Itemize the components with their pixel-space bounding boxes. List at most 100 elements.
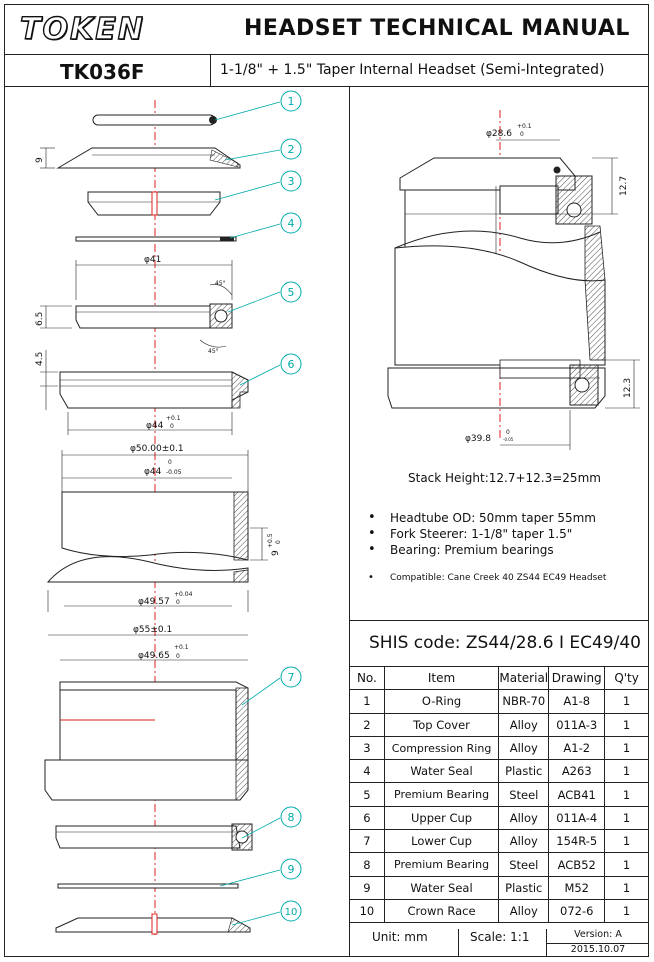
table-cell: A1-8 [548,689,606,714]
dim-9: 9 [35,157,45,163]
col-drawing: Drawing [548,665,606,691]
dim-44b-tol-lower: -0.05 [166,469,182,476]
release-date: 2015.10.07 [570,944,626,955]
col-material: Material [498,665,550,691]
dim-44-tol-upper: +0.1 [166,415,181,422]
table-cell: O-Ring [383,689,500,714]
spec-list: Headtube OD: 50mm taper 55mm Fork Steere… [366,510,596,558]
table-cell: Compression Ring [383,735,500,761]
dim-6-5: 6.5 [35,312,45,326]
model-code: TK036F [60,60,145,84]
dim-28-6: φ28.6 [486,129,512,139]
dim-28-6-tol-upper: +0.1 [517,123,532,130]
table-cell: 2 [349,712,385,737]
table-cell: 5 [349,782,385,807]
table-cell: 1 [604,759,649,784]
product-subtitle: 1-1/8" + 1.5" Taper Internal Headset (Se… [220,62,605,78]
table-cell: A1-2 [548,735,606,761]
table-cell: 154R-5 [548,829,606,854]
table-cell: NBR-70 [498,689,550,714]
col-qty: Q'ty [604,665,649,691]
stack-height: Stack Height:12.7+12.3=25mm [408,471,601,485]
dim-49-57-tol-upper: +0.04 [174,591,193,598]
table-cell: Water Seal [383,759,500,784]
table-cell: 1 [604,712,649,737]
dim-55: φ55±0.1 [133,625,172,635]
dim-44b-tol-upper: 0 [168,459,172,466]
table-cell: 3 [349,735,385,761]
header-divider [4,54,649,56]
callout-3: 3 [288,175,295,188]
water-seal-part [75,236,237,242]
callout-1: 1 [288,95,295,108]
callout-2: 2 [288,143,295,156]
callout-8: 8 [288,811,295,824]
headtube-lower [46,556,249,583]
table-cell: Alloy [498,898,550,924]
headtube-upper [61,491,249,561]
table-cell: Lower Cup [383,829,500,854]
table-header-row: No. Item Material Drawing Q'ty [349,665,649,691]
table-cell: ACB41 [548,782,606,807]
table-cell: Alloy [498,712,550,737]
table-cell: Premium Bearing [383,782,500,807]
dim-4-5: 4.5 [35,352,45,366]
compatible-note: Compatible: Cane Creek 40 ZS44 EC49 Head… [366,572,606,583]
table-cell: 011A-4 [548,805,606,831]
table-cell: Alloy [498,829,550,854]
table-cell: Upper Cup [383,805,500,831]
dim-28-6-tol-lower: 0 [520,131,524,138]
dim-44: φ44 [146,421,164,431]
table-cell: 9 [349,875,385,900]
dim-49-57-tol-lower: 0 [176,599,180,606]
callout-6: 6 [288,358,295,371]
dim-44-tol-lower: 0 [170,423,174,430]
upper-bearing-part [75,305,211,329]
footer-divider-left [458,929,460,957]
dim-39-8-tol-upper: 0 [506,429,510,436]
dim-12-3: 12.3 [623,378,633,398]
table-cell: Premium Bearing [383,852,500,877]
table-cell: 1 [604,782,649,807]
spec-divider [349,620,649,622]
dim-9b-tol-upper: +0.5 [267,533,274,548]
table-cell: A263 [548,759,606,784]
dim-50: φ50.00±0.1 [130,444,184,454]
dim-44b: φ44 [144,467,162,477]
callout-7: 7 [288,671,295,684]
lower-water-seal-part [57,883,239,889]
table-cell: 1 [604,898,649,924]
spec-fork-steerer: Fork Steerer: 1-1/8" taper 1.5" [366,526,596,542]
table-cell: 1 [604,735,649,761]
footer-version-divider [546,943,649,945]
dim-49-65-tol-upper: +0.1 [174,644,189,651]
dim-49-65: φ49.65 [138,651,170,661]
dim-angle-2: 45° [208,348,219,355]
manual-frame [4,4,649,957]
table-cell: Crown Race [383,898,500,924]
table-cell: 8 [349,852,385,877]
scale-label: Scale: 1:1 [470,930,530,944]
spec-bearing: Bearing: Premium bearings [366,542,596,558]
table-cell: 1 [604,805,649,831]
dim-49-65-tol-lower: 0 [176,653,180,660]
table-cell: Steel [498,782,550,807]
table-cell: 1 [604,875,649,900]
callout-4: 4 [288,217,295,230]
table-cell: 6 [349,805,385,831]
callout-5: 5 [288,286,295,299]
table-cell: Top Cover [383,712,500,737]
dim-12-7: 12.7 [619,176,629,196]
table-cell: Plastic [498,759,550,784]
table-cell: 011A-3 [548,712,606,737]
